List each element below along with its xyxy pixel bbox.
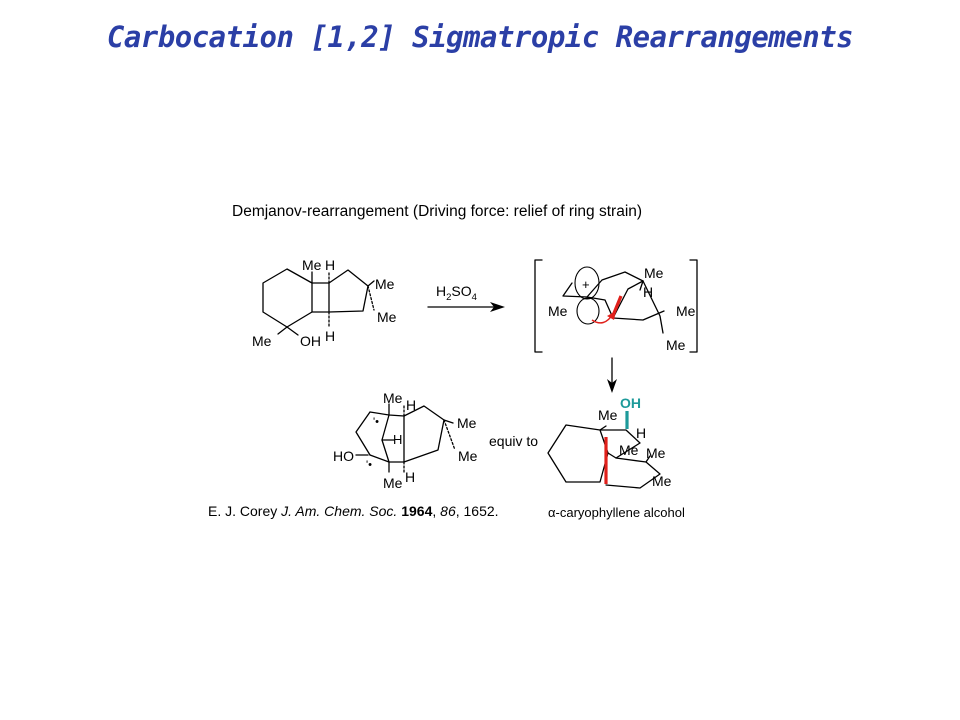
slide-title: Carbocation [1,2] Sigmatropic Rearrangem… [106,20,854,54]
cage-ho: HO [333,448,354,464]
reaction-arrow: H2SO4 [427,283,505,312]
prod-h: H [636,425,646,441]
prod-me-right1: Me [646,445,666,461]
cage-h-bottom: H [405,469,415,485]
scheme-heading: Demjanov-rearrangement (Driving force: r… [232,203,642,220]
cation-plus: + [582,277,590,292]
cage-h-mid: H [393,432,402,447]
cage-me-bottom: Me [383,475,403,491]
sm-h-bottom: H [325,328,335,344]
equiv-label: equiv to [489,433,538,449]
cage-me-right2: Me [458,448,478,464]
cage-h-top: H [406,397,416,413]
prod-me-mid: Me [619,442,639,458]
starting-material: Me H Me Me Me OH H [252,257,397,349]
product-cage-structure: '• '• Me H H Me Me HO H Me [333,390,478,491]
sm-me-bottom: Me [252,333,272,349]
reagent-label: H2SO4 [436,283,477,303]
down-arrow [607,357,617,393]
prod-me-right2: Me [652,473,672,489]
cage-dots-bottom: '• [366,459,372,471]
citation: E. J. Corey J. Am. Chem. Soc. 1964, 86, … [208,503,499,519]
sm-me-right1: Me [375,276,395,292]
sm-me-right2: Me [377,309,397,325]
prod-me-top: Me [598,407,618,423]
int-me-bottom: Me [666,337,686,353]
sm-me-top: Me [302,257,322,273]
cage-me-right1: Me [457,415,477,431]
int-me-top: Me [644,265,664,281]
sm-oh: OH [300,333,321,349]
cage-dots-top: '• [373,416,379,428]
cage-me-top: Me [383,390,403,406]
carbocation-intermediate: + Me H Me Me Me [534,259,698,353]
sm-h-top: H [325,257,335,273]
int-h: H [643,284,653,300]
product-name: α-caryophyllene alcohol [548,505,685,520]
final-product-structure: OH Me H Me Me Me [547,395,672,489]
int-me-right: Me [676,303,696,319]
int-me-left: Me [548,303,568,319]
prod-oh: OH [620,395,641,411]
